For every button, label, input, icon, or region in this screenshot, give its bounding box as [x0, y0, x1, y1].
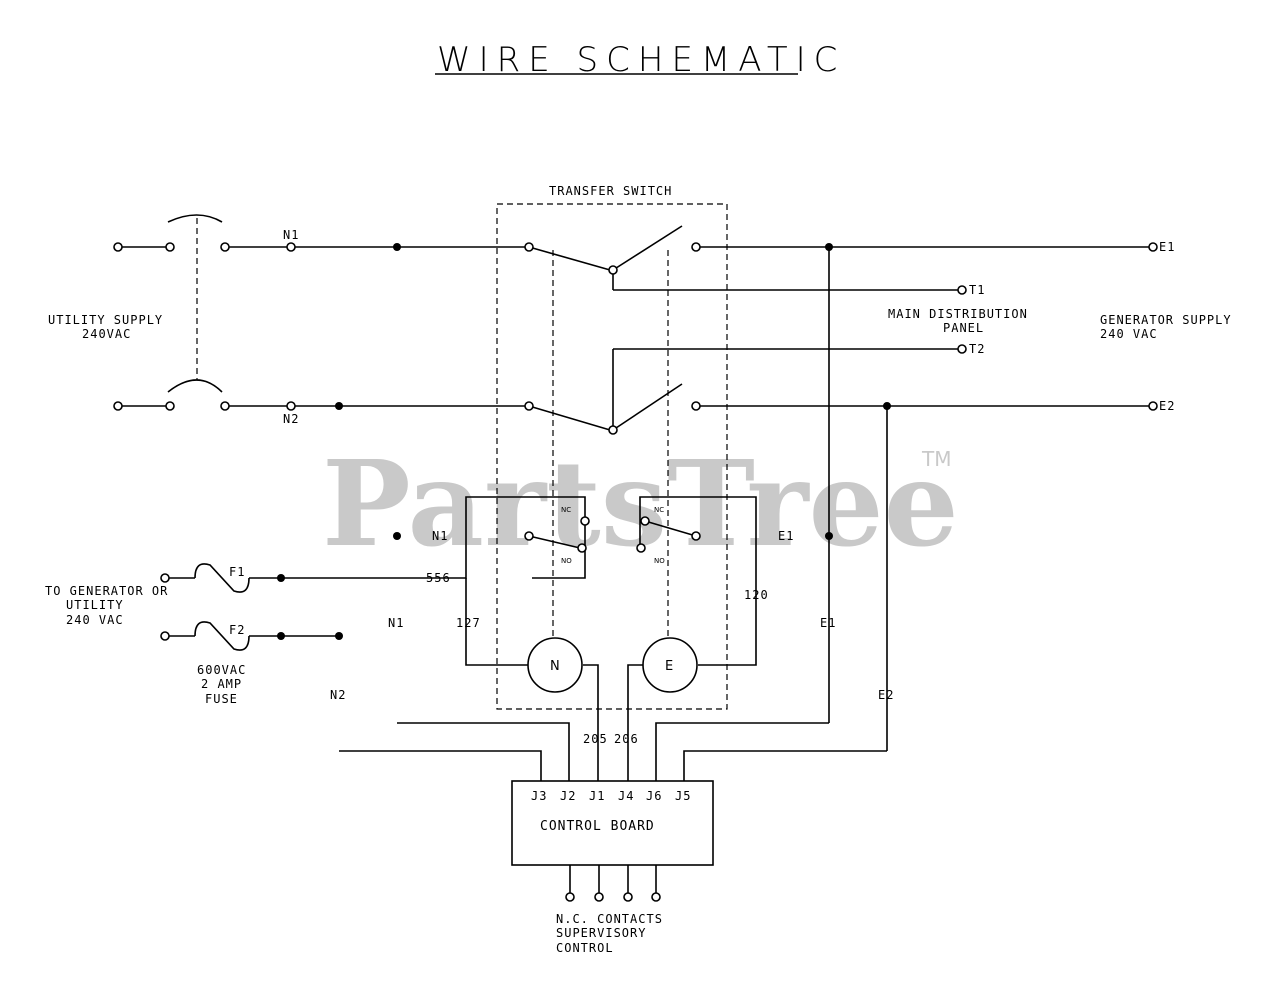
utility-breaker [167, 214, 223, 393]
open-terminals [113, 242, 1158, 902]
contacts-label: N.C. CONTACTS [556, 912, 663, 926]
gen-util-label: TO GENERATOR OR [45, 584, 168, 598]
relay-e-nc-label: NC [654, 506, 664, 514]
relay-e-no-label: NO [654, 557, 665, 565]
gen-util-label-2: UTILITY [66, 598, 124, 612]
wire-n2-label: N2 [330, 688, 346, 702]
connector-j2: J2 [560, 789, 576, 803]
transfer-switch-block: TRANSFER SWITCH [496, 184, 728, 710]
terminal-e2-label: E2 [1159, 399, 1175, 413]
wire-120-label: 120 [744, 588, 769, 602]
terminal-t2-label: T2 [969, 342, 985, 356]
fuse-type-label: FUSE [205, 692, 238, 706]
terminal-e1-label: E1 [1159, 240, 1175, 254]
connector-j5: J5 [675, 789, 691, 803]
generator-voltage-label: 240 VAC [1100, 327, 1158, 341]
main-panel-label: MAIN DISTRIBUTION [888, 307, 1028, 321]
line-1-wiring [118, 225, 1153, 291]
contacts-label-3: CONTROL [556, 941, 614, 955]
contacts-label-2: SUPERVISORY [556, 926, 646, 940]
utility-voltage-label: 240VAC [82, 327, 131, 341]
relay-contacts [428, 496, 757, 666]
terminal-n1-label: N1 [283, 228, 299, 242]
wire-e2-label: E2 [878, 688, 894, 702]
main-panel-label-2: PANEL [943, 321, 984, 335]
watermark-trademark: TM [921, 447, 951, 471]
wire-127-label: 127 [456, 616, 481, 630]
fuse-f2-label: F2 [229, 623, 245, 637]
coil-n: N [527, 637, 583, 693]
control-board-label: CONTROL BOARD [540, 819, 655, 834]
wire-n1-label: N1 [388, 616, 404, 630]
connector-j4: J4 [618, 789, 634, 803]
relay-e1-label: E1 [778, 529, 794, 543]
wire-556-label: 556 [426, 571, 451, 585]
control-board-feeds [339, 664, 887, 781]
line-2-wiring [118, 348, 1153, 431]
wire-205-label: 205 [583, 732, 608, 746]
relay-n1-label: N1 [432, 529, 448, 543]
transfer-switch-label: TRANSFER SWITCH [549, 184, 672, 198]
connector-j6: J6 [646, 789, 662, 803]
relay-n-no-label: NO [561, 557, 572, 565]
wire-e1-label: E1 [820, 616, 836, 630]
control-board: CONTROL BOARD [511, 780, 714, 897]
utility-supply-label: UTILITY SUPPLY [48, 313, 163, 327]
fuse-amp-label: 2 AMP [201, 677, 242, 691]
terminal-t1-label: T1 [969, 283, 985, 297]
coil-e-label: E [665, 659, 673, 674]
connector-j3: J3 [531, 789, 547, 803]
coil-e: E [642, 637, 698, 693]
fuse-wiring [165, 563, 428, 651]
relay-n-nc-label: NC [561, 506, 571, 514]
wire-206-label: 206 [614, 732, 639, 746]
junction-dots [277, 243, 891, 640]
gen-util-label-3: 240 VAC [66, 613, 124, 627]
connector-j1: J1 [589, 789, 605, 803]
coil-n-label: N [550, 659, 560, 674]
fuse-f1-label: F1 [229, 565, 245, 579]
terminal-n2-label: N2 [283, 412, 299, 426]
fuse-rating-label: 600VAC [197, 663, 246, 677]
generator-supply-label: GENERATOR SUPPLY [1100, 313, 1232, 327]
